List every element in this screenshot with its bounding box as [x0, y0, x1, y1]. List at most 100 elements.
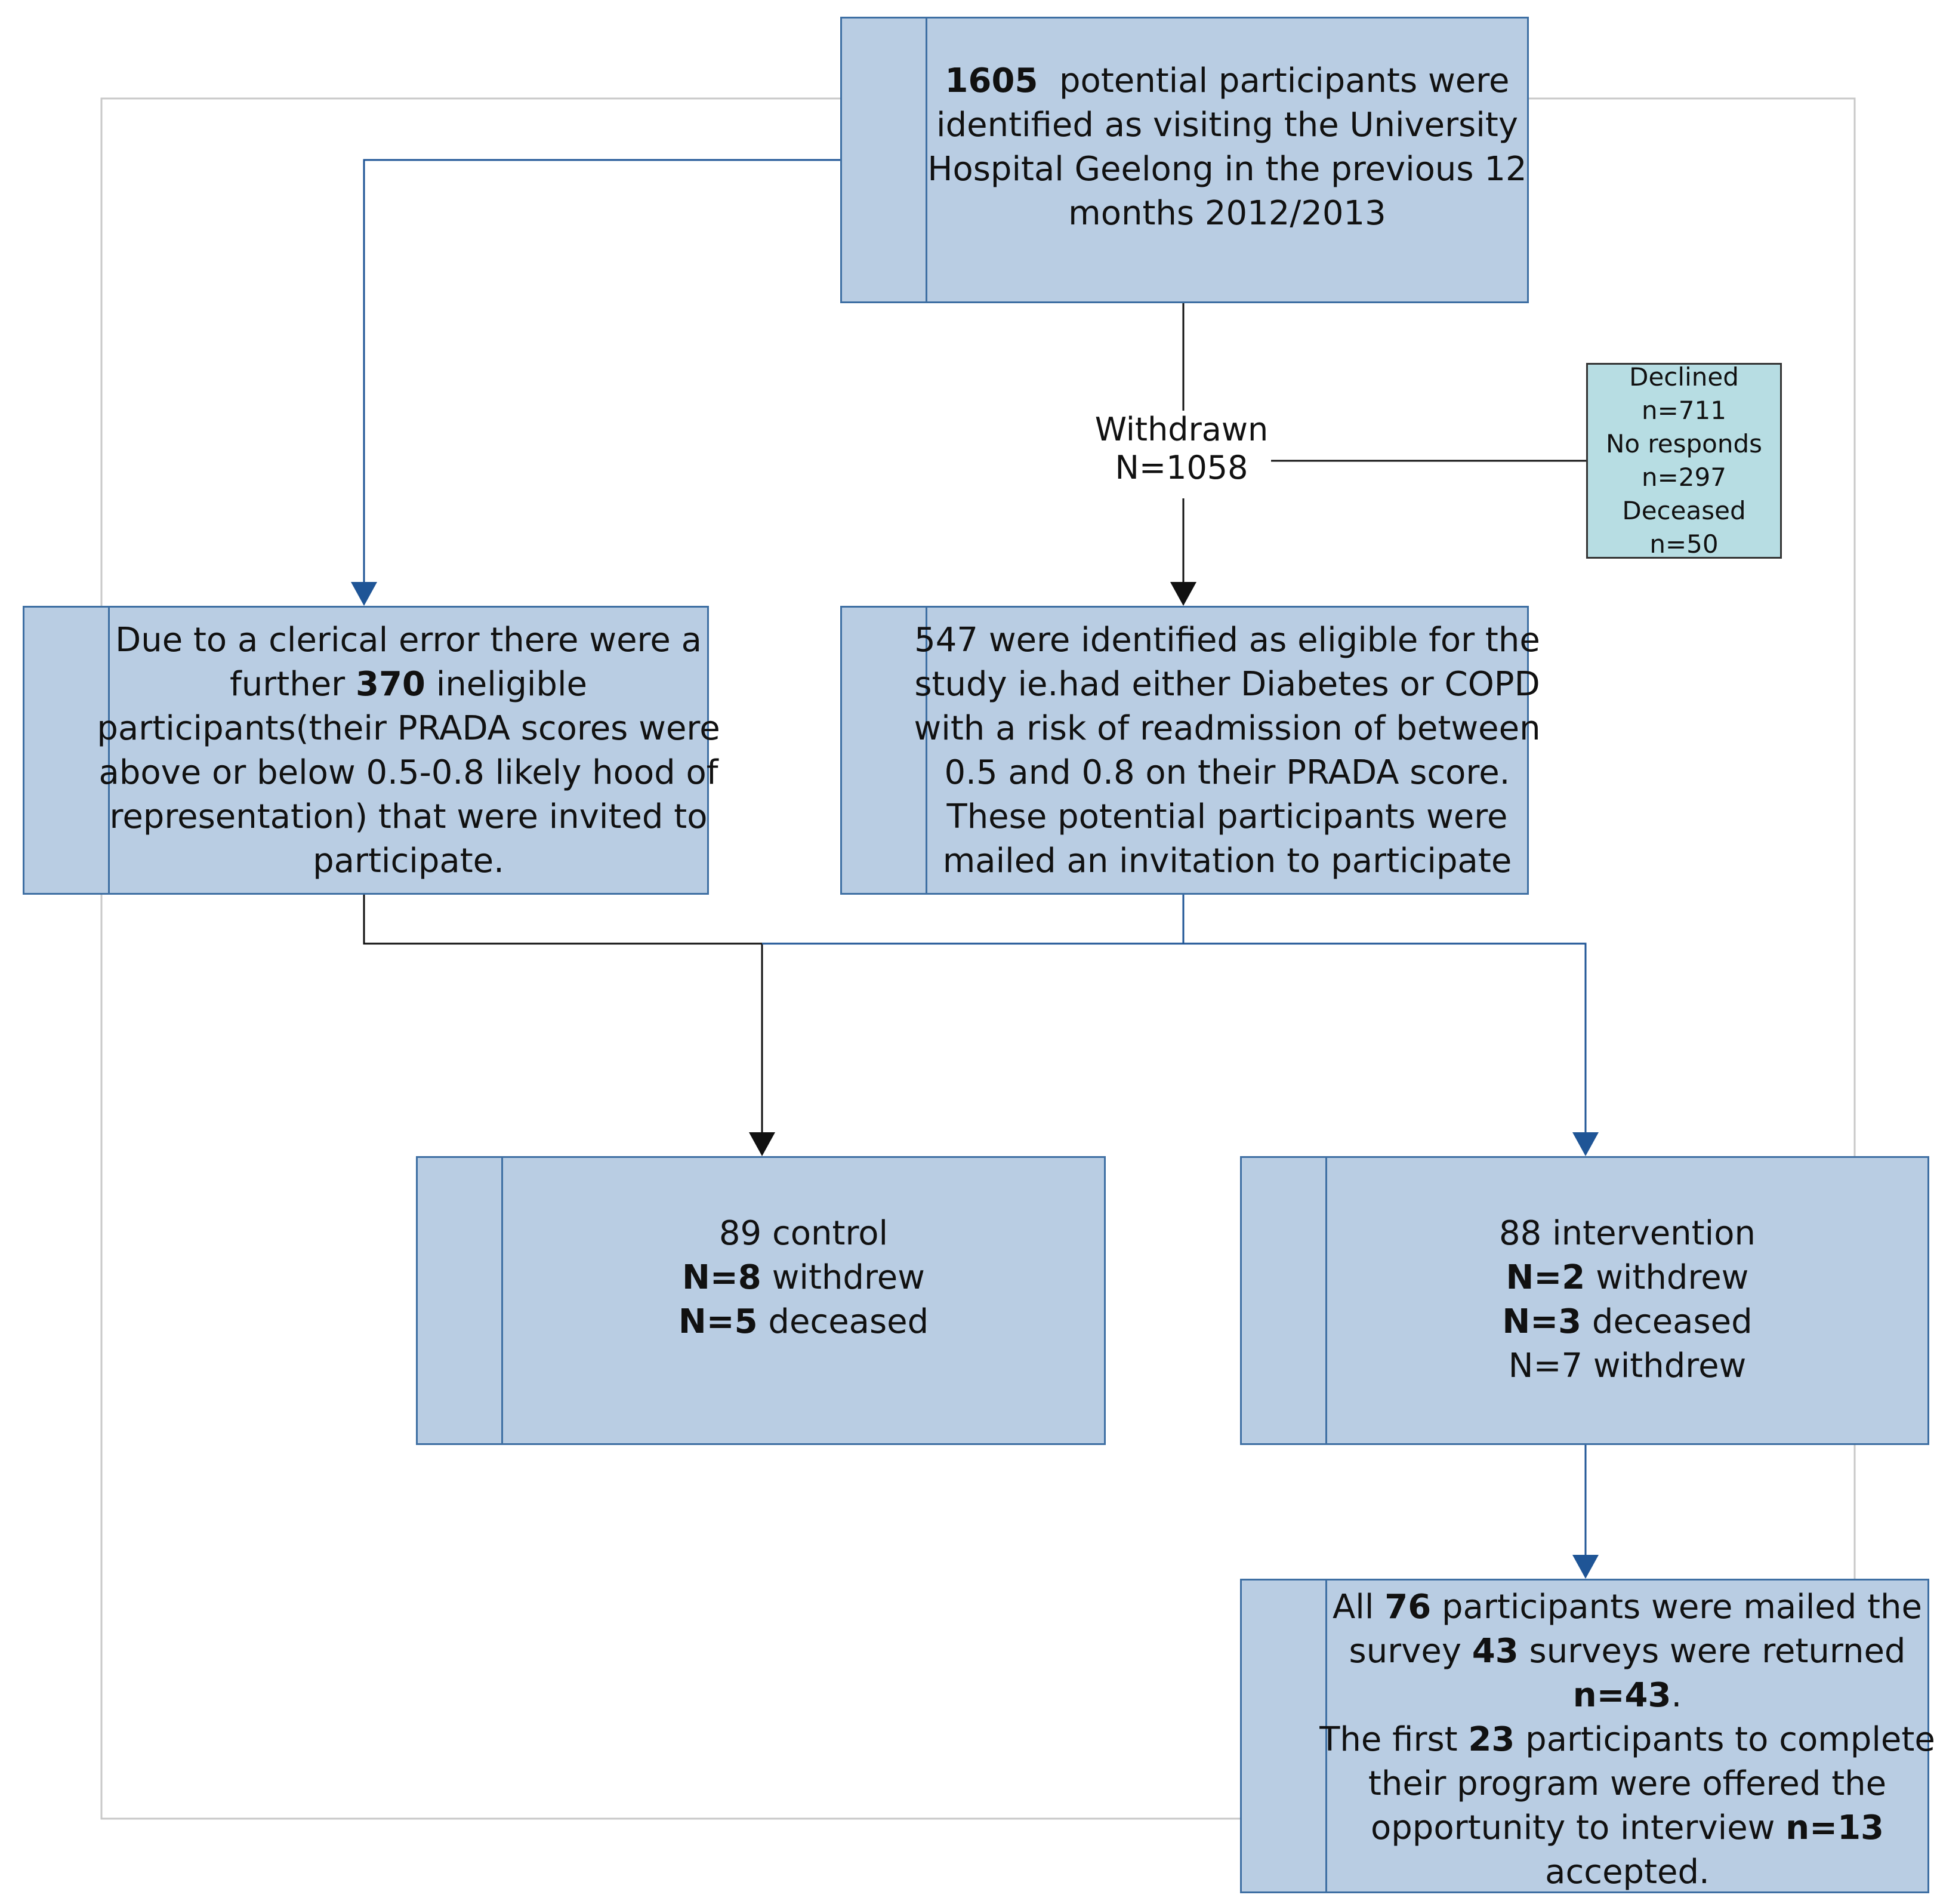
- text-line: 0.5 and 0.8 on their PRADA score.: [945, 751, 1510, 795]
- text-line: N=3 deceased: [1502, 1300, 1752, 1344]
- connector-clerical-to-control: [363, 894, 763, 1132]
- text-line: months 2012/2013: [1068, 192, 1386, 236]
- text-run: study ie.had either Diabetes or COPD: [914, 665, 1540, 704]
- text-run: opportunity to interview: [1370, 1809, 1786, 1847]
- eligible-participants-box: 547 were identified as eligible for the s…: [840, 606, 1541, 895]
- text-run: All: [1333, 1588, 1385, 1626]
- text-run: Due to a clerical error there were a: [115, 621, 702, 660]
- text-run: potential participants were: [1038, 61, 1510, 100]
- text-run: their program were offered the: [1368, 1764, 1887, 1803]
- text-run: months 2012/2013: [1068, 194, 1386, 233]
- text-line: with a risk of readmission of between: [914, 707, 1540, 751]
- bold-text-run: 23: [1468, 1720, 1515, 1759]
- text-line: Due to a clerical error there were a: [115, 618, 702, 663]
- connector-eligible-to-intervention: [1182, 894, 1587, 1132]
- text-run: deceased: [757, 1302, 929, 1341]
- text-line: n=43.: [1573, 1674, 1682, 1718]
- text-run: identified as visiting the University: [936, 106, 1518, 144]
- declined-line: Declined: [1629, 362, 1739, 392]
- eligible-participants-text: 547 were identified as eligible for the s…: [914, 608, 1540, 893]
- text-run: deceased: [1581, 1302, 1753, 1341]
- text-line: survey 43 surveys were returned: [1349, 1629, 1906, 1674]
- text-line: 1605 potential participants were: [945, 59, 1510, 103]
- box-side-bar: [24, 608, 110, 893]
- text-line: N=2 withdrew: [1506, 1256, 1749, 1300]
- text-line: mailed an invitation to participate: [943, 839, 1512, 883]
- declined-line: Deceased n=50: [1622, 496, 1746, 559]
- text-run: participants to complete: [1515, 1720, 1935, 1759]
- text-run: withdrew: [1585, 1258, 1749, 1297]
- text-line: 89 control: [719, 1212, 888, 1256]
- text-run: 0.5 and 0.8 on their PRADA score.: [944, 753, 1510, 792]
- box-side-bar: [842, 19, 927, 301]
- text-line: identified as visiting the University: [936, 103, 1518, 147]
- text-line: their program were offered the: [1368, 1762, 1886, 1806]
- text-line: opportunity to interview n=13: [1371, 1806, 1884, 1850]
- text-run: These potential participants were: [946, 797, 1508, 836]
- declined-line: No responds: [1605, 429, 1763, 458]
- box-side-bar: [842, 608, 927, 893]
- withdrawn-count: N=1058: [1115, 449, 1248, 486]
- text-run: participants were mailed the: [1431, 1588, 1922, 1626]
- text-run: N=7 withdrew: [1508, 1347, 1747, 1385]
- arrowhead-clerical: [351, 582, 377, 606]
- text-run: accepted.: [1545, 1853, 1710, 1891]
- text-line: All 76 participants were mailed the: [1333, 1585, 1922, 1629]
- text-run: survey: [1349, 1632, 1472, 1671]
- bold-text-run: 370: [355, 665, 425, 704]
- text-line: further 370 ineligible: [230, 663, 587, 707]
- arrowhead-eligible: [1170, 582, 1196, 606]
- text-run: surveys were returned: [1518, 1632, 1906, 1671]
- text-line: Hospital Geelong in the previous 12: [927, 147, 1526, 192]
- bold-text-run: n=13: [1785, 1809, 1884, 1847]
- text-run: mailed an invitation to participate: [942, 842, 1512, 880]
- text-run: with a risk of readmission of between: [914, 709, 1541, 748]
- declined-box: Declined n=711 No responds n=297 Decease…: [1586, 362, 1782, 559]
- declined-line: n=711: [1642, 396, 1726, 425]
- text-run: 88 intervention: [1499, 1214, 1756, 1253]
- text-line: above or below 0.5-0.8 likely hood of: [99, 751, 718, 795]
- text-run: further: [230, 665, 356, 704]
- text-line: N=7 withdrew: [1509, 1344, 1747, 1388]
- box-side-bar: [418, 1158, 503, 1443]
- text-line: 547 were identified as eligible for the: [914, 618, 1540, 663]
- text-run: .: [1671, 1676, 1682, 1715]
- connector-top-to-clerical: [363, 159, 840, 582]
- text-run: representation) that were invited to: [109, 797, 708, 836]
- box-side-bar: [1242, 1580, 1327, 1891]
- text-run: 89 control: [718, 1214, 889, 1253]
- declined-line: n=297: [1642, 463, 1726, 492]
- arrowhead-survey: [1572, 1555, 1599, 1579]
- text-line: N=5 deceased: [678, 1300, 929, 1344]
- bold-text-run: 43: [1472, 1632, 1519, 1671]
- bold-text-run: 76: [1384, 1588, 1432, 1626]
- box-side-bar: [1242, 1158, 1327, 1443]
- text-line: The first 23 participants to complete: [1319, 1718, 1935, 1762]
- text-run: withdrew: [761, 1258, 925, 1297]
- text-run: above or below 0.5-0.8 likely hood of: [98, 753, 718, 792]
- text-run: participants(their PRADA scores were: [97, 709, 720, 748]
- text-line: participants(their PRADA scores were: [97, 707, 720, 751]
- text-line: study ie.had either Diabetes or COPD: [914, 663, 1540, 707]
- bold-text-run: N=8: [682, 1258, 761, 1297]
- text-run: ineligible: [425, 665, 587, 704]
- text-line: These potential participants were: [946, 795, 1507, 839]
- withdrawn-title: Withdrawn: [1094, 411, 1269, 448]
- bold-text-run: n=43: [1572, 1676, 1671, 1715]
- text-line: participate.: [313, 839, 504, 883]
- text-run: 547 were identified as eligible for the: [914, 621, 1540, 660]
- bold-text-run: N=2: [1506, 1258, 1586, 1297]
- arrowhead-control: [749, 1132, 775, 1156]
- bold-text-run: N=3: [1502, 1302, 1582, 1341]
- arrowhead-intervention: [1572, 1132, 1599, 1156]
- text-run: participate.: [313, 842, 504, 880]
